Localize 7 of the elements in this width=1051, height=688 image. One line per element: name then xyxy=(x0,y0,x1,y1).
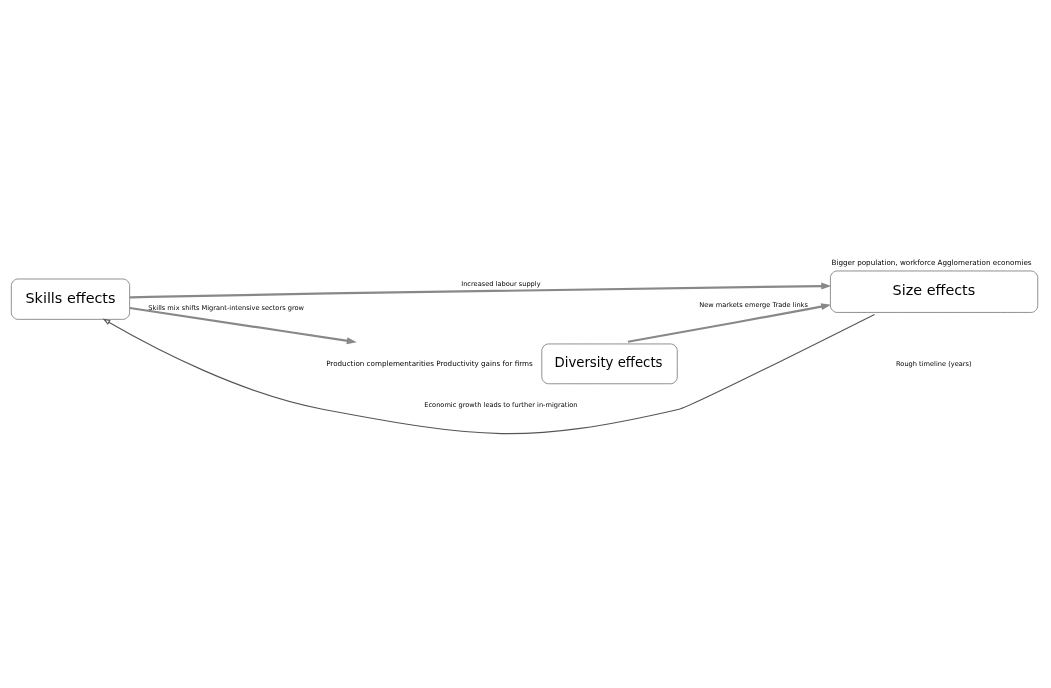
arrow xyxy=(129,282,832,299)
arrow xyxy=(102,313,876,434)
arrow xyxy=(129,306,357,344)
node-box: Skills effects xyxy=(11,278,130,320)
node-box: Diversity effects xyxy=(541,343,678,384)
arrow xyxy=(627,302,832,343)
node-box: Size effects xyxy=(830,270,1039,313)
